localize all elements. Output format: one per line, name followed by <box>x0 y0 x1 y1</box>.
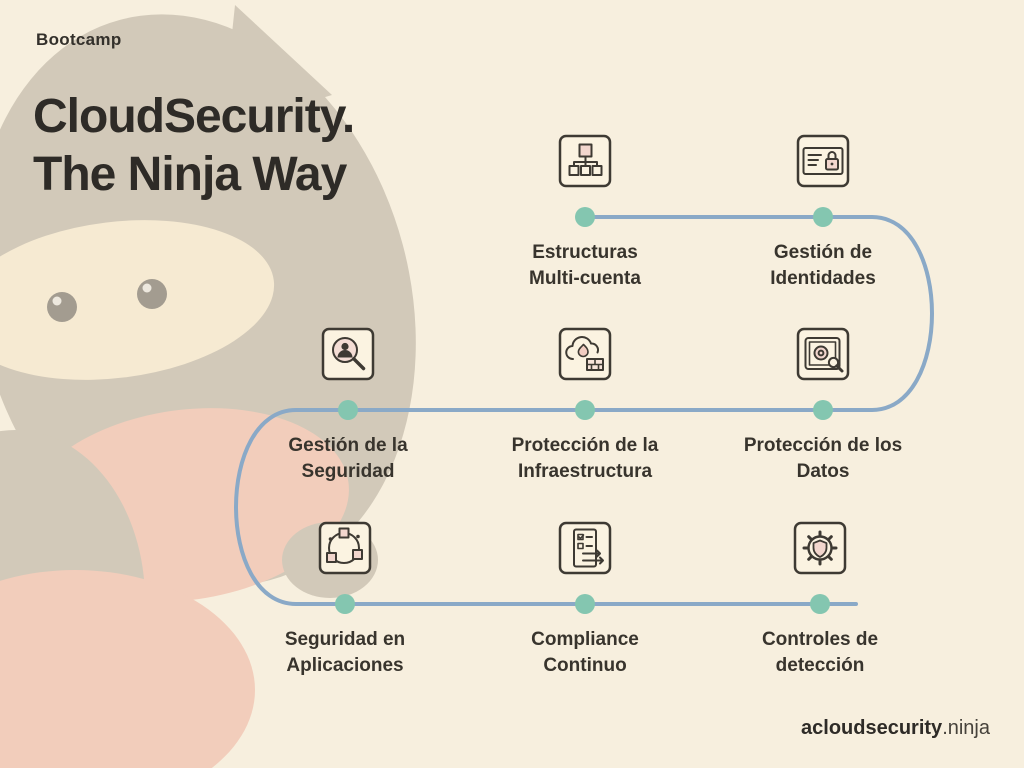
page-title: CloudSecurity. The Ninja Way <box>33 90 355 201</box>
gear-shield-icon <box>793 521 847 575</box>
timeline-dot <box>810 594 830 614</box>
node-label: Compliance Continuo <box>531 629 639 677</box>
node-seguridad-aplicaciones: Seguridad en Aplicaciones <box>235 520 455 679</box>
cloud-firewall-icon <box>558 327 612 381</box>
node-label: Seguridad en Aplicaciones <box>284 629 406 677</box>
kicker-label: Bootcamp <box>36 30 122 49</box>
magnifier-user-icon <box>321 327 375 381</box>
multi-account-structure-icon <box>558 134 612 188</box>
node-label: Protección de la Infraestructura <box>511 435 659 483</box>
timeline-dot <box>575 594 595 614</box>
node-controles-deteccion: Controles de detección <box>710 520 930 679</box>
node-label: Protección de los Datos <box>743 435 903 483</box>
node-estructuras-multi-cuenta: Estructuras Multi-cuenta <box>475 133 695 292</box>
node-gestion-seguridad: Gestión de la Seguridad <box>238 326 458 485</box>
vault-key-icon <box>796 327 850 381</box>
node-compliance-continuo: Compliance Continuo <box>475 520 695 679</box>
timeline-dot <box>575 207 595 227</box>
timeline-dot <box>575 400 595 420</box>
id-card-lock-icon <box>796 134 850 188</box>
checklist-document-icon <box>558 521 612 575</box>
node-proteccion-infraestructura: Protección de la Infraestructura <box>475 326 695 485</box>
app-network-icon <box>318 521 372 575</box>
timeline-dot <box>813 207 833 227</box>
brand: acloudsecurity.ninja <box>801 717 990 740</box>
timeline-dot <box>335 594 355 614</box>
node-label: Controles de detección <box>761 629 879 677</box>
brand-name: acloudsecurity <box>801 717 943 739</box>
node-label: Estructuras Multi-cuenta <box>529 242 641 290</box>
brand-tld: .ninja <box>942 717 990 739</box>
timeline-dot <box>813 400 833 420</box>
timeline-dot <box>338 400 358 420</box>
node-label: Gestión de Identidades <box>770 242 876 290</box>
node-proteccion-datos: Protección de los Datos <box>713 326 933 485</box>
node-label: Gestión de la Seguridad <box>288 435 408 483</box>
node-gestion-identidades: Gestión de Identidades <box>713 133 933 292</box>
